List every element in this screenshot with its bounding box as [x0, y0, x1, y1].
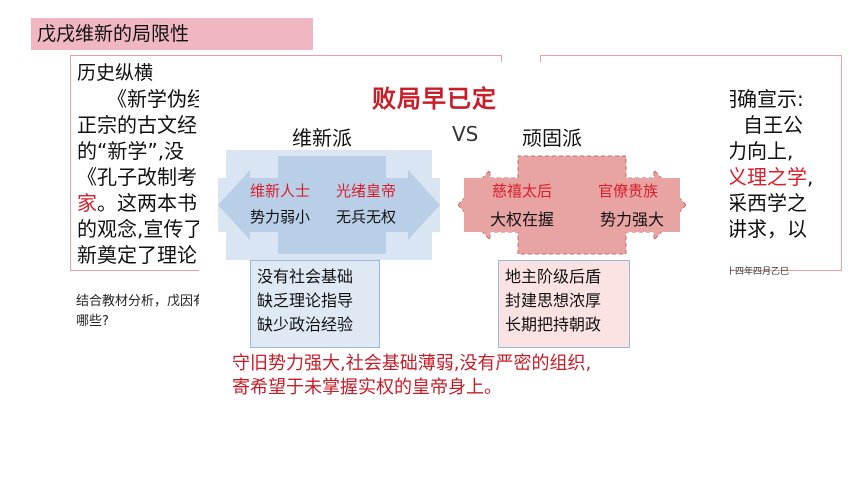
trait-label: 势力弱小 — [250, 208, 311, 226]
text-line: 正宗的古文经 — [77, 113, 197, 137]
trait-label: 势力强大 — [600, 210, 665, 229]
discussion-question: 结合教材分析，戊因有哪些? — [76, 294, 207, 329]
reform-arrow-panel — [218, 150, 440, 260]
text-line: 《孔子改制考 — [77, 165, 197, 189]
trait-label: 无兵无权 — [336, 208, 397, 226]
text-line-rest: , — [807, 165, 814, 189]
source-citation: 十四年四月乙巳 — [726, 267, 790, 277]
slide-title: 戊戌维新的局限性 — [31, 18, 313, 50]
conservative-arrow-panel — [458, 155, 686, 255]
text-line: 《新学伪经 — [107, 87, 207, 111]
trait-label: 大权在握 — [490, 210, 555, 229]
text-line: 的观念,宣传了 — [77, 217, 204, 241]
list-item: 地主阶级后盾 — [505, 267, 602, 286]
highlight-text: 家 — [77, 191, 97, 215]
list-item: 长期把持朝政 — [505, 315, 602, 334]
emperor-label: 光绪皇帝 — [336, 182, 397, 200]
empress-label: 慈禧太后 — [492, 182, 553, 200]
text-line: 自王公 — [743, 113, 803, 137]
text-line: 的“新学”,没 — [77, 139, 185, 163]
conservative-strength-list: 地主阶级后盾 封建思想浓厚 长期把持朝政 — [498, 260, 630, 348]
list-item: 封建思想浓厚 — [505, 291, 602, 310]
list-item: 缺乏理论指导 — [257, 291, 354, 310]
text-line: 明确宣示: — [717, 87, 804, 111]
answer-text: 守旧势力强大,社会基础薄弱,没有严密的组织, 寄希望于未掌握实权的皇帝身上。 — [232, 352, 591, 400]
text-line: 家。这两本书 — [77, 190, 197, 216]
banner-title: 败局早已定 — [372, 84, 497, 113]
text-line-rest: 。这两本书 — [97, 191, 197, 215]
highlight-text: 义理之学 — [727, 165, 807, 189]
text-line: 新奠定了理论 — [77, 243, 197, 267]
box-heading: 历史纵横 — [77, 62, 154, 84]
officials-label: 官僚贵族 — [598, 182, 659, 200]
text-line: 讲求，以 — [727, 217, 807, 241]
answer-line: 寄希望于未掌握实权的皇帝身上。 — [232, 377, 502, 398]
list-item: 缺少政治经验 — [257, 315, 354, 334]
text-line: 采西学之 — [727, 191, 807, 215]
list-item: 没有社会基础 — [257, 267, 354, 286]
conservative-party-heading: 顽固派 — [522, 126, 582, 150]
reformers-label: 维新人士 — [250, 182, 311, 200]
text-line: 义理之学, — [727, 164, 813, 190]
reform-weakness-list: 没有社会基础 缺乏理论指导 缺少政治经验 — [250, 260, 380, 348]
vs-label: VS — [452, 122, 479, 146]
answer-line: 守旧势力强大,社会基础薄弱,没有严密的组织, — [232, 353, 592, 374]
reform-party-heading: 维新派 — [292, 126, 352, 150]
text-line: 力向上, — [727, 139, 794, 163]
